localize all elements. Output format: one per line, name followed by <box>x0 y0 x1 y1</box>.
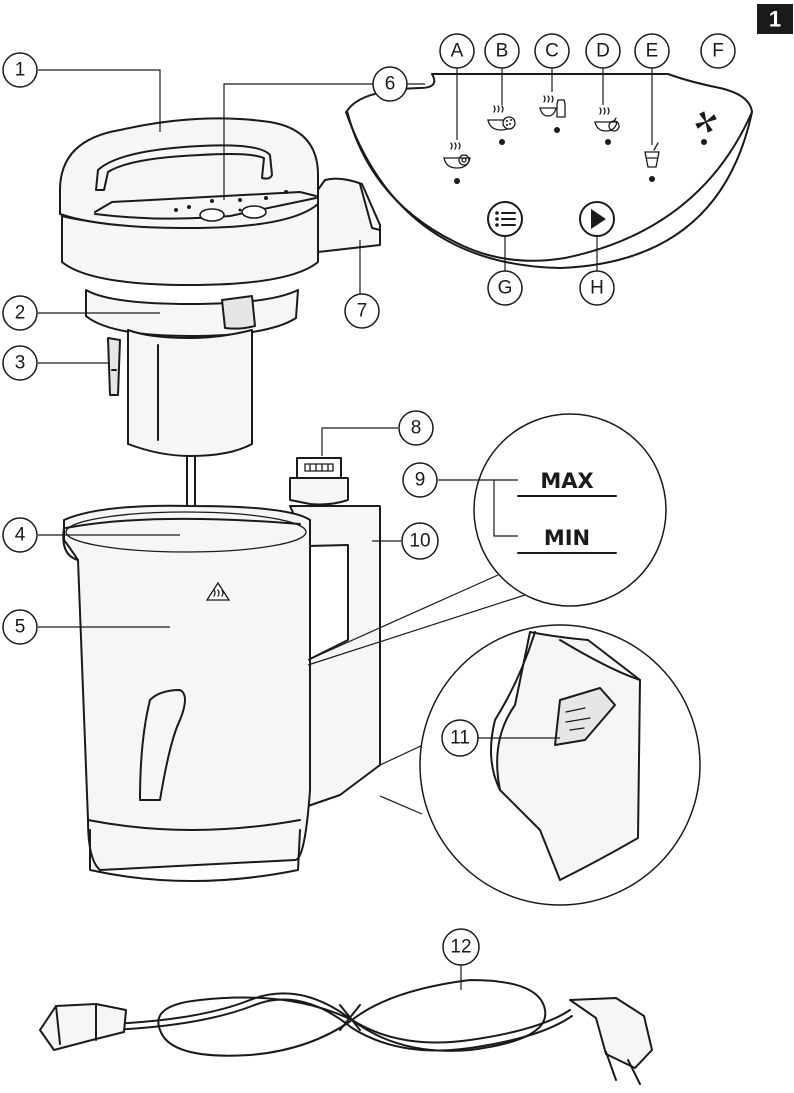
callout-11: 11 <box>442 720 478 756</box>
start-button[interactable] <box>580 202 614 236</box>
socket-detail <box>380 625 700 905</box>
indicator-dot-c <box>554 127 560 133</box>
callout-c: C <box>535 34 569 68</box>
callout-4: 4 <box>3 518 37 552</box>
motor-unit <box>60 118 380 456</box>
callout-d: D <box>586 34 620 68</box>
svg-text:5: 5 <box>15 617 26 638</box>
svg-text:D: D <box>596 41 610 62</box>
callout-1: 1 <box>3 53 37 87</box>
callout-f: F <box>701 34 735 68</box>
svg-text:6: 6 <box>385 74 396 95</box>
svg-text:10: 10 <box>409 531 430 552</box>
callout-7: 7 <box>345 294 379 328</box>
svg-text:4: 4 <box>15 525 26 546</box>
svg-text:3: 3 <box>15 353 26 374</box>
motor-unit-lid <box>60 118 318 228</box>
indicator-dot-d <box>605 139 611 145</box>
callout-a: A <box>440 34 474 68</box>
callout-10: 10 <box>402 523 438 559</box>
callout-8: 8 <box>399 411 433 445</box>
heating-tube <box>128 330 252 456</box>
chunky-soup-icon <box>488 106 515 130</box>
svg-text:9: 9 <box>415 470 426 491</box>
appliance-connector-plug <box>40 1004 126 1050</box>
motor-unit-handle-grip <box>312 179 380 252</box>
svg-text:7: 7 <box>357 301 368 322</box>
min-label: MIN <box>544 526 590 550</box>
menu-icon <box>495 211 515 227</box>
callout-b: B <box>485 34 519 68</box>
blend-fan-icon <box>696 112 716 132</box>
svg-text:1: 1 <box>15 60 26 81</box>
smoothie-icon <box>645 143 659 167</box>
smooth-soup-icon <box>444 143 470 168</box>
power-cord <box>40 980 652 1084</box>
indicator-dot-e <box>649 176 655 182</box>
indicator-dot-b <box>499 139 505 145</box>
callout-g: G <box>488 271 522 305</box>
indicator-dot-f <box>701 139 707 145</box>
milk-drink-icon <box>540 96 565 117</box>
menu-button[interactable] <box>488 202 522 236</box>
callout-3: 3 <box>3 346 37 380</box>
jug-lid-top <box>290 478 348 505</box>
callout-e: E <box>635 34 669 68</box>
callout-5: 5 <box>3 610 37 644</box>
max-label: MAX <box>540 469 593 493</box>
svg-text:2: 2 <box>15 303 26 324</box>
svg-text:A: A <box>451 41 464 62</box>
svg-text:H: H <box>590 278 604 299</box>
callout-12: 12 <box>443 929 479 965</box>
callout-6: 6 <box>373 67 407 101</box>
power-cord-socket-pin <box>108 338 120 395</box>
svg-text:G: G <box>498 278 513 299</box>
indicator-dot-a <box>454 178 460 184</box>
svg-text:11: 11 <box>450 728 470 749</box>
figure-number: 1 <box>769 7 781 32</box>
jug <box>63 458 380 881</box>
svg-text:8: 8 <box>411 418 422 439</box>
callout-9: 9 <box>403 463 437 497</box>
compote-icon <box>595 108 619 131</box>
callout-2: 2 <box>3 296 37 330</box>
wall-plug <box>570 998 652 1068</box>
svg-text:C: C <box>545 41 559 62</box>
svg-text:E: E <box>646 41 659 62</box>
control-panel <box>346 68 752 273</box>
svg-text:B: B <box>496 41 509 62</box>
svg-text:12: 12 <box>450 937 471 958</box>
callout-h: H <box>580 271 614 305</box>
svg-text:F: F <box>712 41 724 62</box>
figure-number-badge: 1 <box>757 4 793 34</box>
